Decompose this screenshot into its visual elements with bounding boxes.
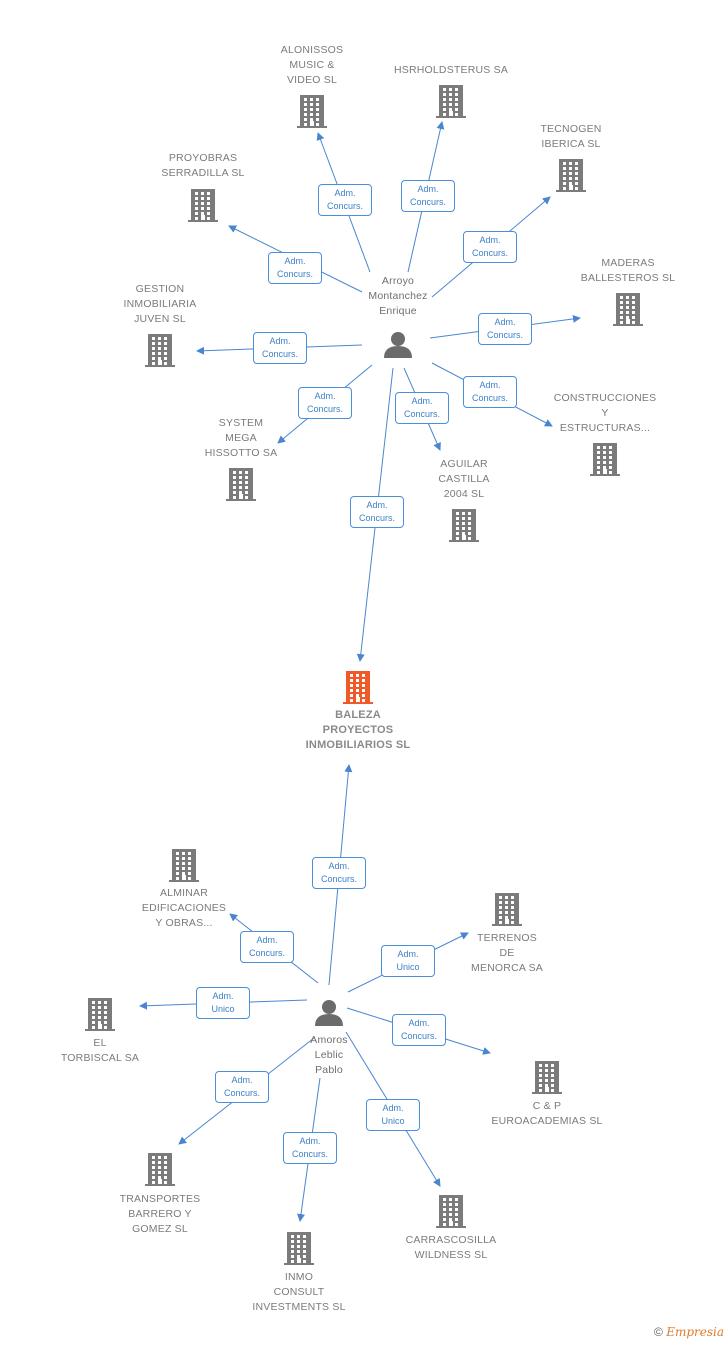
company-label-cp: C & P EUROACADEMIAS SL <box>491 1100 603 1127</box>
main-company-building-icon[interactable] <box>343 671 373 704</box>
company-label-alonissos: ALONISSOS MUSIC & VIDEO SL <box>280 44 344 86</box>
edge-label-arroyo-baleza[interactable]: Adm. Concurs. <box>350 496 404 528</box>
copyright-symbol: © <box>654 1325 663 1339</box>
company-building-icon-terrenos[interactable] <box>492 893 522 926</box>
icons-layer <box>85 85 643 1265</box>
brand-logo[interactable]: Empresia <box>666 1325 724 1339</box>
company-building-icon-system[interactable] <box>226 468 256 501</box>
edge-label-amoros-terrenos[interactable]: Adm. Unico <box>381 945 435 977</box>
company-label-alminar: ALMINAR EDIFICACIONES Y OBRAS... <box>141 887 227 929</box>
edge-label-amoros-carrascosilla[interactable]: Adm. Unico <box>366 1099 420 1131</box>
edge-label-amoros-torbiscal[interactable]: Adm. Unico <box>196 987 250 1019</box>
edge-label-arroyo-alonissos[interactable]: Adm. Concurs. <box>318 184 372 216</box>
edge-label-arroyo-aguilar[interactable]: Adm. Concurs. <box>395 392 449 424</box>
edge-label-amoros-cp[interactable]: Adm. Concurs. <box>392 1014 446 1046</box>
company-label-gestion: GESTION INMOBILIARIA JUVEN SL <box>123 283 197 325</box>
company-building-icon-aguilar[interactable] <box>449 509 479 542</box>
company-building-icon-transportes[interactable] <box>145 1153 175 1186</box>
edge-label-arroyo-maderas[interactable]: Adm. Concurs. <box>478 313 532 345</box>
main-company-label: BALEZA PROYECTOS INMOBILIARIOS SL <box>305 709 411 751</box>
footer-credit: © Empresia <box>654 1325 724 1339</box>
company-label-hsrholdsterus: HSRHOLDSTERUS SA <box>393 64 509 76</box>
company-building-icon-carrascosilla[interactable] <box>436 1195 466 1228</box>
edge-label-amoros-inmo[interactable]: Adm. Concurs. <box>283 1132 337 1164</box>
person-label-arroyo: Arroyo Montanchez Enrique <box>368 275 428 317</box>
edge-label-arroyo-construcciones[interactable]: Adm. Concurs. <box>463 376 517 408</box>
company-building-icon-gestion[interactable] <box>145 334 175 367</box>
company-building-icon-proyobras[interactable] <box>188 189 218 222</box>
company-label-inmo: INMO CONSULT INVESTMENTS SL <box>252 1271 346 1313</box>
company-building-icon-maderas[interactable] <box>613 293 643 326</box>
company-label-transportes: TRANSPORTES BARRERO Y GOMEZ SL <box>119 1193 201 1235</box>
edge-label-amoros-alminar[interactable]: Adm. Concurs. <box>240 931 294 963</box>
company-label-tecnogen: TECNOGEN IBERICA SL <box>540 123 602 150</box>
edge-label-arroyo-tecnogen[interactable]: Adm. Concurs. <box>463 231 517 263</box>
company-building-icon-alminar[interactable] <box>169 849 199 882</box>
company-label-maderas: MADERAS BALLESTEROS SL <box>580 257 676 284</box>
person-label-amoros: Amoros Leblic Pablo <box>310 1034 348 1076</box>
edge-label-arroyo-proyobras[interactable]: Adm. Concurs. <box>268 252 322 284</box>
company-building-icon-cp[interactable] <box>532 1061 562 1094</box>
company-label-aguilar: AGUILAR CASTILLA 2004 SL <box>438 458 490 500</box>
company-building-icon-inmo[interactable] <box>284 1232 314 1265</box>
company-building-icon-alonissos[interactable] <box>297 95 327 128</box>
company-label-torbiscal: EL TORBISCAL SA <box>60 1037 140 1064</box>
company-label-carrascosilla: CARRASCOSILLA WILDNESS SL <box>405 1234 497 1261</box>
company-label-proyobras: PROYOBRAS SERRADILLA SL <box>161 152 245 179</box>
company-building-icon-hsrholdsterus[interactable] <box>436 85 466 118</box>
company-building-icon-torbiscal[interactable] <box>85 998 115 1031</box>
company-label-terrenos: TERRENOS DE MENORCA SA <box>470 932 544 974</box>
company-label-construcciones: CONSTRUCCIONES Y ESTRUCTURAS... <box>553 392 657 434</box>
edge-label-amoros-baleza[interactable]: Adm. Concurs. <box>312 857 366 889</box>
person-icon-amoros[interactable] <box>315 1000 343 1026</box>
company-building-icon-tecnogen[interactable] <box>556 159 586 192</box>
company-building-icon-construcciones[interactable] <box>590 443 620 476</box>
edge-label-arroyo-hsrholdsterus[interactable]: Adm. Concurs. <box>401 180 455 212</box>
edge-label-amoros-transportes[interactable]: Adm. Concurs. <box>215 1071 269 1103</box>
company-label-system: SYSTEM MEGA HISSOTTO SA <box>204 417 278 459</box>
edge-label-arroyo-system[interactable]: Adm. Concurs. <box>298 387 352 419</box>
person-icon-arroyo[interactable] <box>384 332 412 358</box>
edge-label-arroyo-gestion[interactable]: Adm. Concurs. <box>253 332 307 364</box>
